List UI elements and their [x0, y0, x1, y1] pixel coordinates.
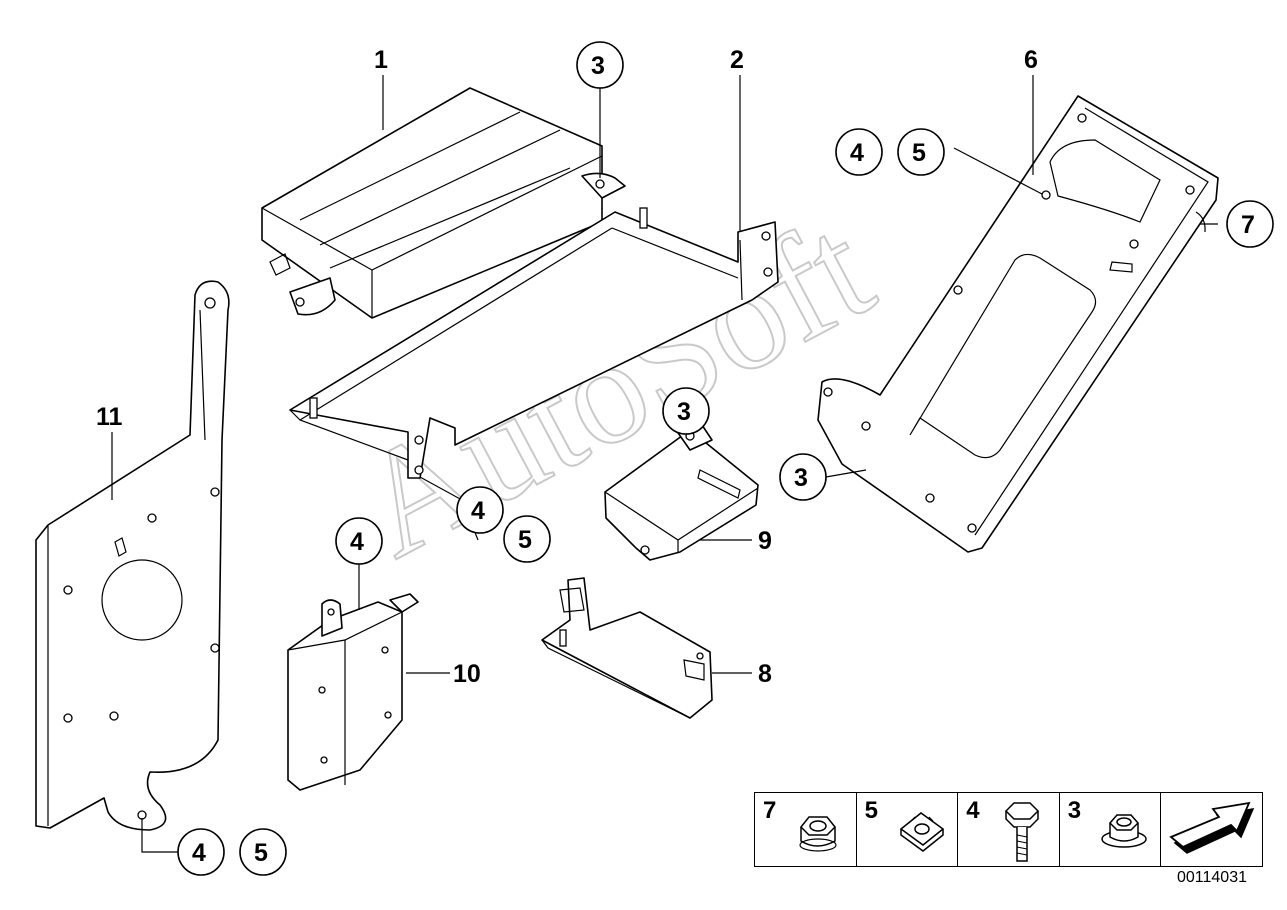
- svg-text:4: 4: [192, 839, 206, 867]
- callout-7: 7: [1226, 200, 1274, 248]
- svg-text:4: 4: [850, 139, 864, 167]
- part-1-control-unit[interactable]: [261, 87, 626, 319]
- svg-text:4: 4: [350, 528, 364, 556]
- callout-1: 1: [374, 46, 388, 74]
- part-2-tray[interactable]: [289, 207, 779, 479]
- callout-4-top-right: 4: [835, 128, 883, 176]
- callout-8: 8: [758, 660, 772, 688]
- part-11-speaker-bracket[interactable]: [35, 280, 230, 831]
- callout-2: 2: [730, 46, 744, 74]
- svg-text:5: 5: [518, 526, 532, 554]
- svg-text:5: 5: [912, 139, 926, 167]
- callout-3-middle: 3: [662, 387, 710, 435]
- legend-item-hex-bolt[interactable]: 4: [958, 793, 1060, 866]
- callout-5-top-right: 5: [897, 128, 945, 176]
- clip-nut-icon: [899, 812, 944, 852]
- callout-4-module: 4: [335, 517, 383, 565]
- flange-nut-icon: [1101, 814, 1147, 848]
- hex-bolt-icon: [1005, 802, 1040, 862]
- svg-text:4: 4: [471, 497, 485, 525]
- svg-text:3: 3: [794, 464, 808, 492]
- legend-number: 5: [864, 797, 878, 824]
- svg-text:7: 7: [1241, 211, 1255, 239]
- callout-10: 10: [453, 660, 481, 688]
- callout-9: 9: [758, 527, 772, 555]
- legend-number: 7: [763, 797, 777, 824]
- svg-text:5: 5: [254, 839, 268, 867]
- reference-code: 00114031: [1177, 869, 1247, 886]
- legend-number: 4: [966, 797, 980, 824]
- legend-item-hex-nut[interactable]: 7: [755, 793, 857, 866]
- legend-item-arrow[interactable]: [1161, 793, 1262, 866]
- part-8-bracket[interactable]: [541, 577, 713, 719]
- callout-3-right: 3: [779, 453, 827, 501]
- forward-arrow-icon: [1169, 801, 1255, 854]
- callout-4-middle: 4: [456, 486, 504, 534]
- callout-5-bottom: 5: [239, 828, 287, 876]
- legend-number: 3: [1067, 797, 1082, 824]
- callout-11: 11: [96, 403, 123, 431]
- hardware-legend: 7 5 4 3: [754, 792, 1263, 867]
- part-6-mounting-plate[interactable]: [817, 95, 1219, 553]
- svg-text:3: 3: [591, 52, 605, 80]
- callout-5-middle: 5: [503, 515, 551, 563]
- hex-nut-icon: [799, 816, 837, 852]
- legend-item-flange-nut[interactable]: 3: [1060, 793, 1162, 866]
- callout-6: 6: [1024, 46, 1038, 74]
- legend-item-clip-nut[interactable]: 5: [857, 793, 959, 866]
- callout-3-top: 3: [576, 41, 624, 89]
- part-10-box-module[interactable]: [287, 593, 419, 791]
- svg-text:3: 3: [677, 398, 691, 426]
- callout-4-bottom: 4: [177, 828, 225, 876]
